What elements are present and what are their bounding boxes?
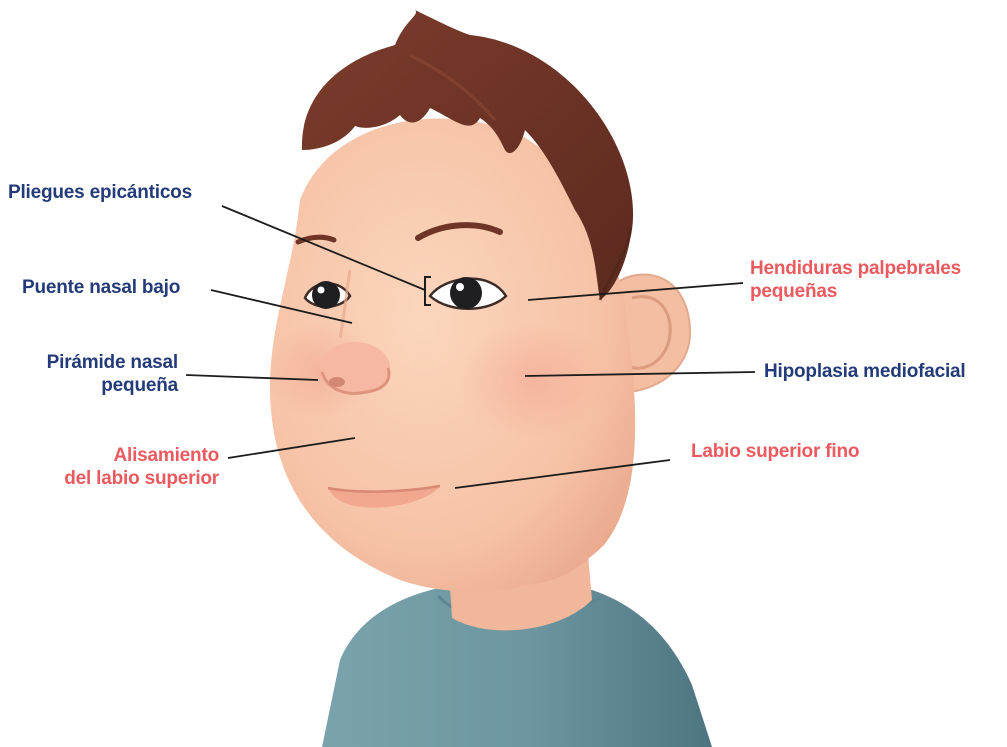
label-flat-philtrum: Alisamiento del labio superior <box>64 444 219 490</box>
label-low-nasal-bridge: Puente nasal bajo <box>22 276 180 299</box>
label-thin-upper-lip: Labio superior fino <box>691 440 859 463</box>
label-short-palpebral-fissures: Hendiduras palpebrales pequeñas <box>750 257 961 303</box>
label-midface-hypoplasia: Hipoplasia mediofacial <box>764 360 966 383</box>
label-small-nasal-pyramid: Pirámide nasal pequeña <box>47 351 178 397</box>
label-epicanthic-folds: Pliegues epicánticos <box>8 181 192 204</box>
